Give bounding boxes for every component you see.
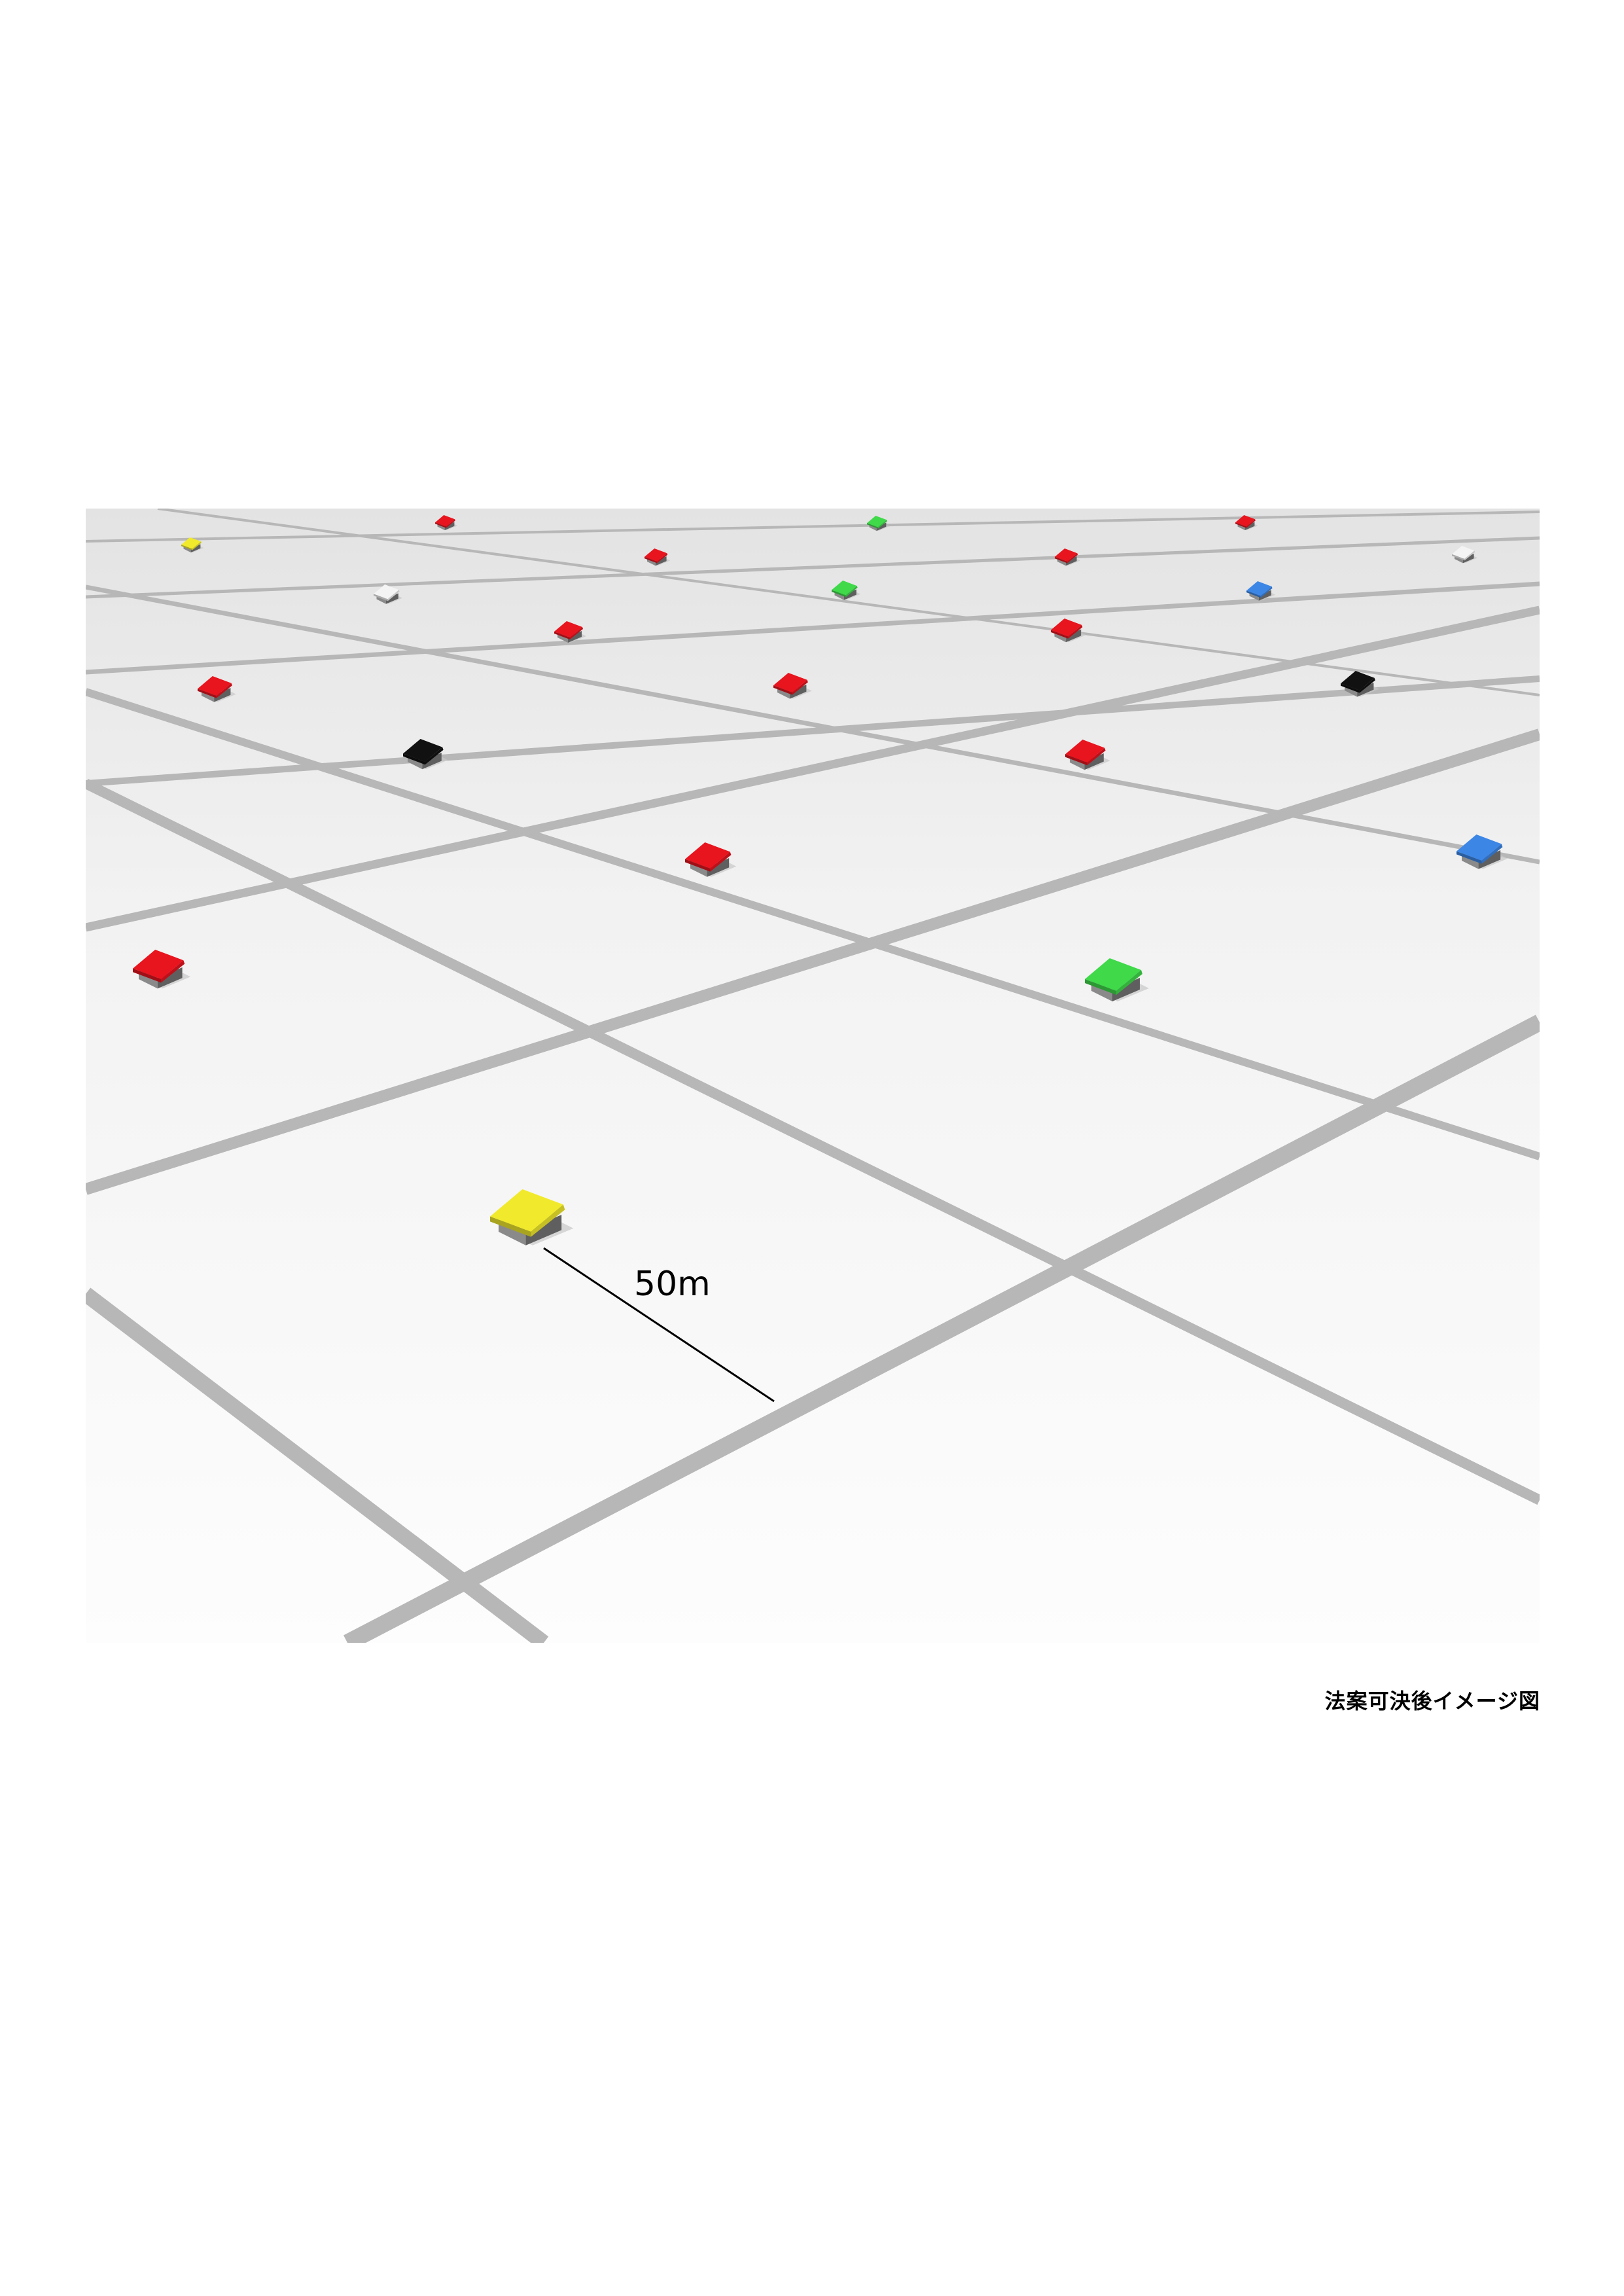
- house-white: [374, 584, 403, 604]
- road-grid: [86, 509, 1540, 1643]
- house-black: [403, 739, 448, 770]
- house-red: [1055, 548, 1081, 566]
- house-red: [773, 673, 812, 699]
- house-black: [1341, 671, 1379, 697]
- distance-label: 50m: [634, 1265, 711, 1304]
- house-green: [832, 581, 861, 600]
- ground-plane: [86, 509, 1540, 1643]
- house-yellow: [490, 1189, 574, 1246]
- house-blue: [1246, 581, 1276, 601]
- road-9: [86, 675, 1540, 787]
- house-blue: [1456, 834, 1508, 869]
- house-red: [554, 621, 586, 643]
- houses: [133, 515, 1508, 1246]
- road-10: [86, 605, 1540, 932]
- house-yellow: [181, 537, 204, 553]
- road-4: [86, 778, 1540, 1505]
- house-green: [867, 516, 890, 531]
- house-red: [1065, 740, 1110, 770]
- figure-caption: 法案可決後イメージ図: [1324, 1689, 1540, 1713]
- road-12: [343, 1014, 1540, 1643]
- house-red: [133, 950, 191, 989]
- house-red: [644, 548, 671, 566]
- house-red: [435, 515, 458, 531]
- road-7: [86, 536, 1540, 599]
- road-8: [86, 581, 1540, 675]
- road-6: [86, 511, 1540, 543]
- house-red: [1235, 515, 1258, 531]
- distance-line: [543, 1247, 775, 1403]
- house-red: [198, 676, 236, 702]
- house-white: [1452, 546, 1478, 564]
- perspective-grid-illustration: 50m: [86, 509, 1540, 1643]
- house-red: [1051, 619, 1086, 643]
- house-red: [685, 842, 737, 877]
- house-green: [1085, 958, 1149, 1001]
- road-11: [86, 728, 1540, 1195]
